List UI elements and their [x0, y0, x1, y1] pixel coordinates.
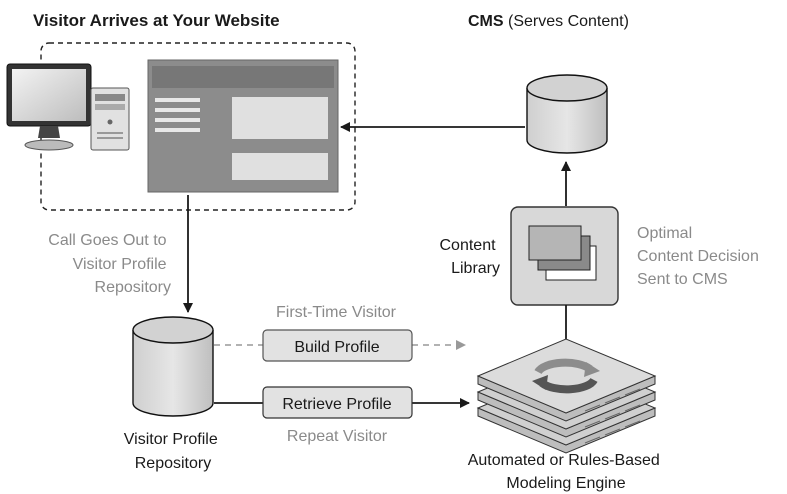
optimal-line-3: Sent to CMS: [637, 271, 728, 288]
engine-line-1: Automated or Rules-Based: [468, 452, 660, 469]
cms-heading-bold: CMS: [468, 13, 504, 30]
visitor-heading: Visitor Arrives at Your Website: [33, 11, 280, 30]
call-out-label: Call Goes Out to Visitor Profile Reposit…: [48, 232, 171, 296]
retrieve-profile-box: [262, 386, 413, 419]
content-library-label: Content Library: [440, 237, 501, 277]
website-window: [147, 59, 339, 193]
call-out-line-3: Repository: [95, 279, 171, 296]
repository-database-icon: [132, 316, 214, 417]
content-library-icon: [510, 206, 619, 306]
build-profile-box: [262, 329, 413, 362]
content-library-line-1: Content: [440, 237, 497, 254]
computer-icon: [6, 63, 130, 151]
repository-line-2: Repository: [135, 455, 211, 472]
content-library-line-2: Library: [451, 260, 500, 277]
cms-heading-rest: (Serves Content): [504, 13, 629, 30]
first-time-label: First-Time Visitor: [276, 304, 397, 321]
optimal-decision-label: Optimal Content Decision Sent to CMS: [637, 225, 763, 288]
optimal-line-2: Content Decision: [637, 248, 759, 265]
engine-label: Automated or Rules-Based Modeling Engine: [468, 452, 665, 492]
cms-heading: CMS (Serves Content): [468, 13, 629, 30]
optimal-line-1: Optimal: [637, 225, 692, 242]
repository-label: Visitor Profile Repository: [124, 431, 222, 472]
build-profile-label: Build Profile: [294, 339, 379, 356]
call-out-line-2: Visitor Profile: [73, 256, 167, 273]
modeling-engine-icon: [476, 338, 657, 454]
refresh-icon: [532, 358, 600, 394]
retrieve-profile-label: Retrieve Profile: [282, 396, 391, 413]
repository-line-1: Visitor Profile: [124, 431, 218, 448]
repeat-visitor-label: Repeat Visitor: [287, 428, 388, 445]
call-out-line-1: Call Goes Out to: [48, 232, 166, 249]
engine-line-2: Modeling Engine: [506, 475, 625, 492]
cms-database-icon: [526, 74, 608, 154]
